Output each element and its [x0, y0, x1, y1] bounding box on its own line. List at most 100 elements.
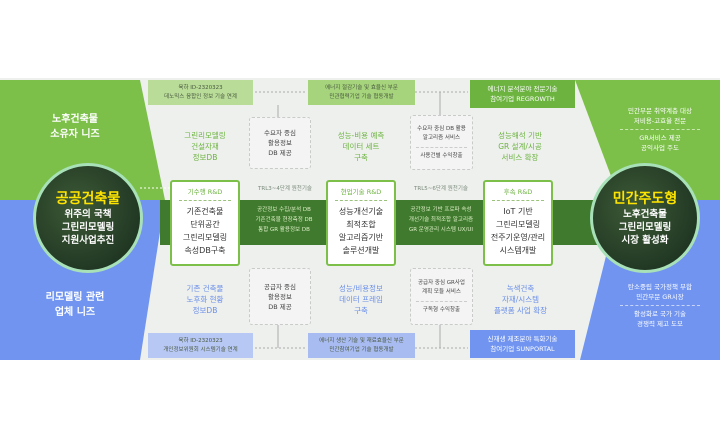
circle-line: 지원사업추진 [61, 234, 115, 246]
circle-line: 위주의 국책 [64, 208, 112, 220]
text-line: 서비스 확장 [501, 153, 539, 162]
text-line: 기존 건축물 [186, 284, 224, 293]
text-line: 알고리즘기반 [338, 233, 384, 242]
text-line: 성능개선기술 [338, 207, 384, 216]
text-line: GR 설계/시공 [498, 142, 542, 151]
trl-label-2: TRL5~6단계 원천기술 [414, 186, 468, 192]
text-line: 성능해석 기반 [498, 131, 542, 140]
circle-line: 노후건축물 [623, 208, 667, 220]
circle-title: 민간주도형 [612, 190, 678, 207]
text-line: 공간정보 수집/분석 DB [257, 207, 311, 213]
text-line: 정보DB [192, 153, 218, 162]
text-line: 데이터 프레임 [339, 295, 383, 304]
text-line: 정보DB [192, 306, 218, 315]
text-line: 공급자 중심 GR사업 [417, 279, 465, 286]
right-top-notes: 민간부문 취약계층 대상 저비용-고효율 전문 GR서비스 제공 공익사업 주도 [610, 106, 710, 153]
text-line: GR 운영관리 시스템 UX/UI [408, 227, 474, 233]
text-line: 그린리모델링 [184, 131, 226, 140]
rnd-head: 기수행 R&D [178, 182, 232, 201]
box-line: 에너지 생산 기술 및 재료효율신 부문 [319, 337, 404, 344]
text-line: 속성DB구축 [184, 246, 226, 255]
text-line: 공간정보 기반 프로파 속성 [410, 207, 472, 213]
text-line: 통합 GR 활용정보 DB [258, 227, 310, 233]
text-line: 그린리모델링 [495, 220, 541, 229]
circle-line: 그린리모델링 [618, 221, 672, 233]
private-led-circle: 민간주도형 노후건축물 그린리모델링 시장 활성화 [590, 163, 700, 273]
text-line: 수요자 중심 [264, 129, 296, 137]
text-line: 플랫폼 사업 확장 [493, 306, 548, 315]
box-line: 육하 ID-2320323 [178, 84, 223, 91]
text-line: 단위공간 [190, 220, 220, 229]
text-line: 건설자재 [191, 142, 219, 151]
text-line: 전주기운영/관리 [490, 233, 546, 242]
circle-line: 시장 활성화 [621, 234, 669, 246]
text-line: 기존건축물 현장측정 DB [255, 217, 313, 223]
text-line: 솔루션개발 [342, 246, 380, 255]
box-line: 육하 ID-2320323 [178, 337, 223, 344]
box-line: 참여기업 REGROWTH [490, 95, 555, 103]
circle-title: 공공건축물 [55, 190, 121, 207]
text-line: 공급자 중심 [264, 282, 296, 291]
left-green-panel [0, 80, 165, 200]
note-line: 경쟁력 제고 도모 [637, 320, 683, 328]
text-line: IoT 기반 [503, 207, 533, 216]
box-line: 민간참여기업 기술 협동개발 [329, 346, 394, 353]
owner-needs-line: 소유자 니즈 [50, 129, 100, 140]
text-line: DB 제공 [268, 302, 292, 311]
box-line: 데노믹스 융합인 정보 기술 연계 [164, 93, 237, 100]
text-line: 노후화 현황 [186, 295, 224, 304]
text-line: 구독형 수익창출 [422, 306, 461, 313]
box-line: 참여기업 SUNPORTAL [490, 345, 555, 353]
text-line: 활용정보 [268, 292, 292, 301]
industry-needs-line: 업체 니즈 [54, 307, 96, 318]
note-line: 민간부문 취약계층 대상 [628, 107, 692, 115]
text-line: 시스템개발 [499, 246, 537, 255]
note-line: 탄소중립 국가정책 부합 [628, 283, 692, 291]
text-line: 알고리즘 서비스 [422, 134, 461, 141]
public-building-circle: 공공건축물 위주의 국책 그린리모델링 지원사업추진 [33, 163, 143, 273]
divider [620, 305, 700, 306]
text-line: 계획 모듈 서비스 [422, 288, 461, 295]
industry-needs: 리모델링 관련 업체 니즈 [20, 290, 130, 320]
circle-line: 그린리모델링 [61, 221, 115, 233]
note-line: GR서비스 제공 [639, 134, 681, 142]
note-line: 공익사업 주도 [641, 144, 679, 152]
text-line: 개선기술 최적조합 알고리즘 [408, 217, 474, 223]
note-line: 저비용-고효율 전문 [633, 117, 687, 125]
trl-label-1: TRL3~4단계 원천기술 [258, 186, 312, 192]
box-line: 민관협력기업 기술 협동개발 [329, 93, 394, 100]
text-line: 사용건별 수익창출 [420, 152, 463, 159]
box-line: 에너지 분석분야 전문기술 [487, 85, 558, 93]
text-line: 활용정보 [268, 139, 292, 147]
divider [415, 146, 468, 148]
right-green-panel [575, 80, 720, 200]
text-line: 그린리모델링 [182, 233, 228, 242]
note-line: 민간부문 GR시장 [636, 293, 684, 301]
box-line: 신재생 제조분야 특화기술 [487, 335, 558, 343]
text-line: DB 제공 [268, 149, 292, 157]
right-bottom-notes: 탄소중립 국가정책 부합 민간부문 GR시장 활성화로 국가 기술 경쟁력 제고… [610, 282, 710, 329]
text-line: 최적조합 [346, 220, 376, 229]
text-line: 수요자 중심 DB 활용 [417, 125, 466, 132]
text-line: 자재/시스템 [501, 295, 540, 304]
rnd-head: 현업기술 R&D [334, 182, 388, 201]
text-line: 기존건축물 [186, 207, 224, 216]
note-line: 활성화로 국가 기술 [634, 310, 686, 318]
text-line: 구축 [354, 153, 368, 162]
